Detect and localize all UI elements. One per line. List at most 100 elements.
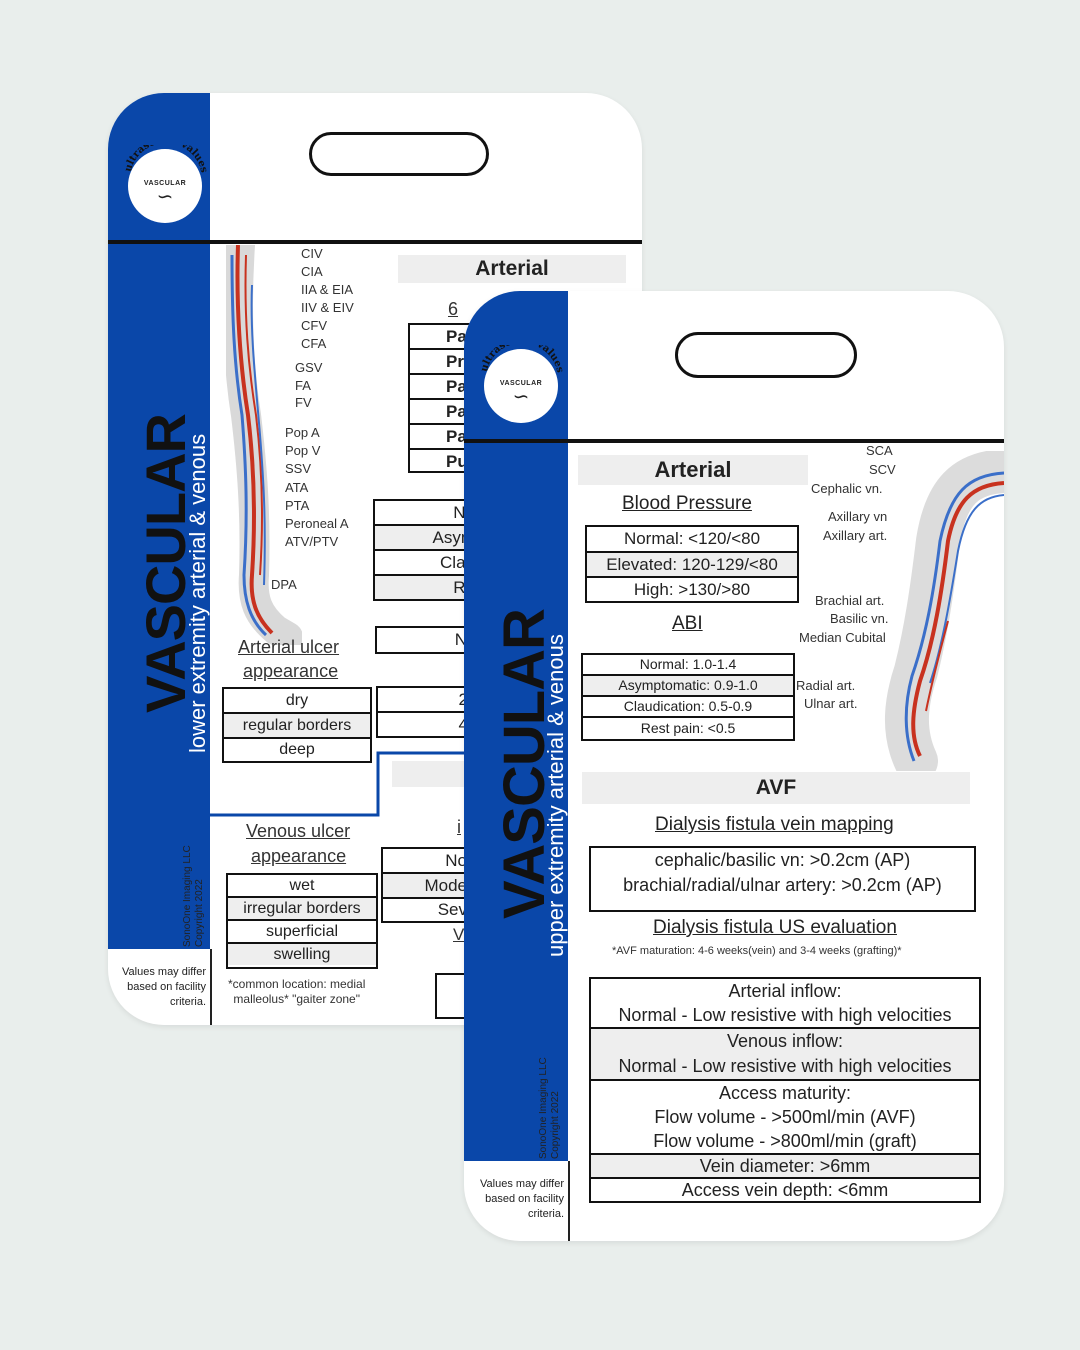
leg-label: DPA bbox=[271, 577, 297, 592]
table-row: wet bbox=[228, 875, 376, 898]
table-row: superficial bbox=[228, 921, 376, 944]
six-ps-title: 6 bbox=[448, 299, 459, 319]
arm-label: Axillary art. bbox=[823, 528, 888, 543]
table-row: Asymptomatic: 0.9-1.0 bbox=[583, 676, 793, 697]
table-row: cephalic/basilic vn: >0.2cm (AP) bbox=[654, 850, 911, 870]
table-row: Mode bbox=[383, 874, 467, 899]
arm-label: Median Cubital bbox=[799, 630, 886, 645]
table-row: High: >130/>80 bbox=[633, 580, 751, 599]
leg-label: GSV bbox=[295, 360, 323, 375]
arm-label: Cephalic vn. bbox=[811, 481, 883, 496]
arm-label: Radial art. bbox=[796, 678, 856, 693]
table-row: deep bbox=[279, 741, 315, 758]
table-row: Sev bbox=[437, 900, 467, 919]
badge-slot bbox=[309, 132, 489, 176]
table-row: Pa bbox=[410, 400, 490, 425]
card-sidebar bbox=[108, 93, 210, 949]
arm-label: SCV bbox=[869, 462, 896, 477]
table-row: swelling bbox=[228, 944, 376, 965]
logo-arc-text: ultrasound values bbox=[123, 145, 208, 174]
table-row: Access maturity:Flow volume - >500ml/min… bbox=[591, 1081, 979, 1155]
table-row: Normal: 1.0-1.4 bbox=[583, 655, 793, 676]
table-row: Claudication: 0.5-0.9 bbox=[583, 697, 793, 718]
card-subtitle: lower extremity arterial & venous bbox=[185, 433, 210, 753]
table-row: Normal: <120/<80 bbox=[587, 527, 797, 553]
venous-ulcer-title: Venous ulcer bbox=[246, 821, 351, 841]
leg-label: CIV bbox=[301, 246, 323, 261]
table-row: Asym bbox=[375, 526, 475, 551]
section-divider-line bbox=[210, 751, 470, 817]
leg-label: CIA bbox=[301, 264, 323, 279]
vein-mapping-title: Dialysis fistula vein mapping bbox=[655, 814, 894, 835]
footer-divider bbox=[210, 949, 212, 1025]
arm-anatomy-illustration bbox=[885, 451, 1004, 771]
venous-ulcer-title: appearance bbox=[251, 846, 347, 866]
venous-ulcer-table: wet irregular borders superficial swelli… bbox=[226, 873, 378, 969]
table-row: Arterial inflow:Normal - Low resistive w… bbox=[591, 979, 979, 1029]
table-row: No bbox=[383, 849, 467, 874]
logo-text: VASCULAR bbox=[499, 379, 543, 387]
header-divider bbox=[464, 439, 1004, 443]
num-table: 2 4 bbox=[376, 686, 468, 738]
leg-label: PTA bbox=[285, 498, 310, 513]
us-evaluation-table: Arterial inflow:Normal - Low resistive w… bbox=[589, 977, 981, 1203]
leg-label: Pop V bbox=[285, 443, 321, 458]
table-row: Elevated: 120-129/<80 bbox=[587, 553, 797, 578]
table-row: Re bbox=[375, 576, 475, 599]
header-divider bbox=[108, 240, 642, 244]
venous-side-head: i bbox=[457, 817, 461, 837]
table-row: Venous inflow:Normal - Low resistive wit… bbox=[591, 1029, 979, 1081]
arterial-ulcer-title: Arterial ulcer bbox=[238, 637, 340, 657]
ultrasound-probe-icon: ∽ bbox=[512, 385, 530, 408]
leg-label: ATV/PTV bbox=[285, 534, 339, 549]
table-row: Pa bbox=[410, 425, 490, 450]
leg-anatomy-illustration bbox=[226, 245, 302, 645]
arterial-header: Arterial bbox=[578, 455, 808, 485]
arm-label: Basilic vn. bbox=[830, 611, 889, 626]
venous-side-table: No Mode Sev bbox=[381, 847, 467, 923]
logo-arc-text: ultrasound values bbox=[479, 345, 564, 374]
blood-pressure-table: Normal: <120/<80 Elevated: 120-129/<80 H… bbox=[585, 525, 799, 603]
abi-table: Normal: 1.0-1.4 Asymptomatic: 0.9-1.0 Cl… bbox=[581, 653, 795, 741]
arterial-ulcer-table: dry regular borders deep bbox=[222, 687, 372, 763]
leg-label: SSV bbox=[285, 461, 312, 476]
table-row: Vein diameter: >6mm bbox=[591, 1155, 979, 1179]
leg-label: CFV bbox=[301, 318, 327, 333]
leg-label: FA bbox=[295, 378, 311, 393]
table-row: 4 bbox=[378, 713, 468, 736]
leg-label: IIV & EIV bbox=[301, 300, 354, 315]
leg-label: CFA bbox=[301, 336, 327, 351]
avf-header: AVF bbox=[582, 772, 970, 804]
card-sidebar bbox=[464, 291, 568, 1161]
logo-text: VASCULAR bbox=[143, 179, 187, 187]
six-ps-table: Pa Pr Pa Pa Pa Pu bbox=[408, 323, 490, 473]
brand-logo: ultrasound values VASCULAR ∽ bbox=[123, 145, 208, 223]
footer-divider bbox=[568, 1161, 570, 1241]
brand-logo: ultrasound values VASCULAR ∽ bbox=[479, 345, 564, 423]
venous-side-link: V bbox=[453, 925, 465, 944]
table-row: Clau bbox=[375, 551, 475, 576]
table-row: regular borders bbox=[224, 714, 370, 739]
leg-label: FV bbox=[295, 395, 312, 410]
table-row: Pr bbox=[410, 350, 490, 375]
n-box: N bbox=[375, 626, 467, 654]
table-row: 2 bbox=[378, 688, 468, 713]
arm-label: Ulnar art. bbox=[804, 696, 858, 711]
leg-label: IIA & EIA bbox=[301, 282, 354, 297]
table-row: Rest pain: <0.5 bbox=[640, 720, 736, 736]
table-row: brachial/radial/ulnar artery: >0.2cm (AP… bbox=[623, 875, 942, 895]
table-row: No bbox=[375, 501, 475, 526]
blood-pressure-title: Blood Pressure bbox=[622, 493, 752, 514]
ultrasound-probe-icon: ∽ bbox=[156, 185, 174, 208]
upper-extremity-card: ultrasound values VASCULAR ∽ VASCULAR up… bbox=[464, 291, 1004, 1241]
table-row: dry bbox=[224, 689, 370, 714]
table-row: Pu bbox=[446, 452, 468, 471]
svg-text:ultrasound values: ultrasound values bbox=[123, 145, 208, 174]
leg-label: ATA bbox=[285, 480, 309, 495]
table-row: irregular borders bbox=[228, 898, 376, 921]
